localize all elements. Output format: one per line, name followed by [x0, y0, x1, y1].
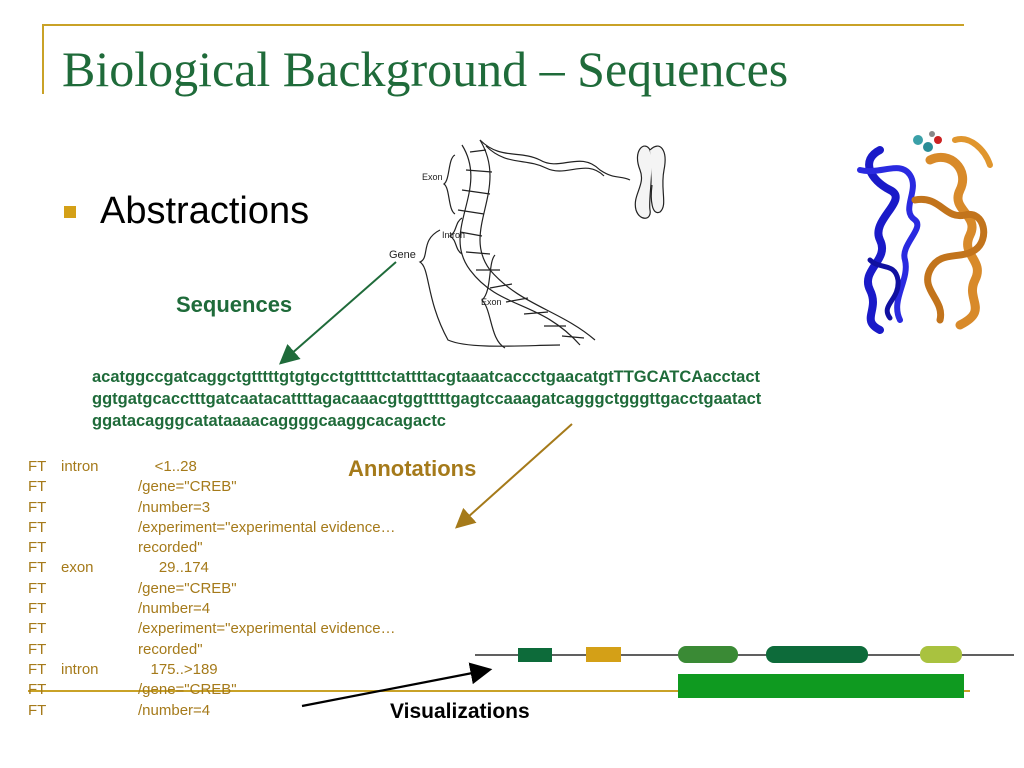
protein-structure-image: [857, 131, 993, 334]
sequences-label: Sequences: [176, 292, 293, 317]
annotation-tag: FT: [28, 498, 47, 516]
annotation-tag: FT: [28, 660, 47, 678]
track-exon-4: [766, 646, 868, 663]
annotation-tag: FT: [28, 600, 47, 618]
frame-bottom-line: [28, 690, 970, 692]
annotation-tag: FT: [28, 559, 47, 577]
sequences-arrow: [278, 261, 397, 365]
annotation-key: intron: [61, 458, 99, 475]
dna-illustration: Exon Intron Gene Exon: [389, 139, 666, 349]
track-region-bar: [678, 674, 964, 698]
sequence-text: acatggccgatcaggctgtttttgtgtgcctgtttttcta…: [92, 366, 761, 432]
frame-top-line: [42, 24, 964, 26]
sequence-line: acatggccgatcaggctgtttttgtgtgcctgtttttcta…: [92, 368, 761, 386]
annotation-value: /experiment="experimental evidence…: [138, 620, 396, 638]
annotation-tag: FT: [28, 620, 47, 638]
annotation-value: recorded": [138, 640, 203, 658]
slide-title: Biological Background – Sequences: [62, 41, 789, 97]
annotation-value: /gene="CREB": [138, 681, 237, 699]
annotation-tag: FT: [28, 539, 47, 557]
annotation-value: /number=4: [138, 701, 211, 719]
intron-label: Intron: [442, 230, 465, 240]
annotation-value: /number=4: [138, 600, 211, 618]
annotation-tag: FT: [28, 518, 47, 536]
annotation-value: 175..>189: [138, 660, 218, 678]
annotation-value: 29..174: [138, 559, 209, 577]
track-exon-3: [678, 646, 738, 663]
annotation-value: recorded": [138, 539, 203, 557]
annotation-value: /gene="CREB": [138, 478, 237, 496]
annotation-value: /gene="CREB": [138, 579, 237, 597]
annotation-value: /experiment="experimental evidence…: [138, 518, 396, 536]
annotation-key: exon: [61, 559, 94, 577]
annotation-tag: FT: [28, 478, 47, 496]
track-exon-2: [586, 647, 621, 662]
gene-track: [475, 646, 1014, 698]
visualizations-label: Visualizations: [390, 700, 530, 723]
sequence-line: ggtgatgcacctttgatcaatacattttagacaaacgtgg…: [92, 390, 762, 408]
annotations-arrow: [455, 423, 573, 529]
bullet-text: Abstractions: [100, 190, 310, 232]
annotations-label: Annotations: [348, 456, 477, 481]
bullet-square-icon: [64, 205, 76, 218]
annotation-tag: FT: [28, 681, 47, 699]
annotation-tag: FT: [28, 579, 47, 597]
bullet-item: Abstractions: [64, 190, 309, 233]
visualizations-arrow: [301, 662, 493, 708]
frame-left-line: [42, 24, 44, 94]
annotation-tag: FT: [28, 701, 47, 719]
annotation-key: intron: [61, 660, 99, 678]
track-exon-5: [920, 646, 962, 663]
sequence-line: ggatacagggcatataaaacaggggcaaggcacagactc: [92, 412, 446, 430]
annotation-tag: FT: [28, 458, 47, 475]
exon2-label: Exon: [481, 297, 502, 307]
annotation-value: <1..28: [138, 458, 197, 475]
annotation-value: /number=3: [138, 498, 211, 516]
annotation-tag: FT: [28, 640, 47, 658]
gene-label: Gene: [389, 249, 416, 261]
exon-label: Exon: [422, 172, 443, 182]
track-exon-1: [518, 648, 552, 662]
